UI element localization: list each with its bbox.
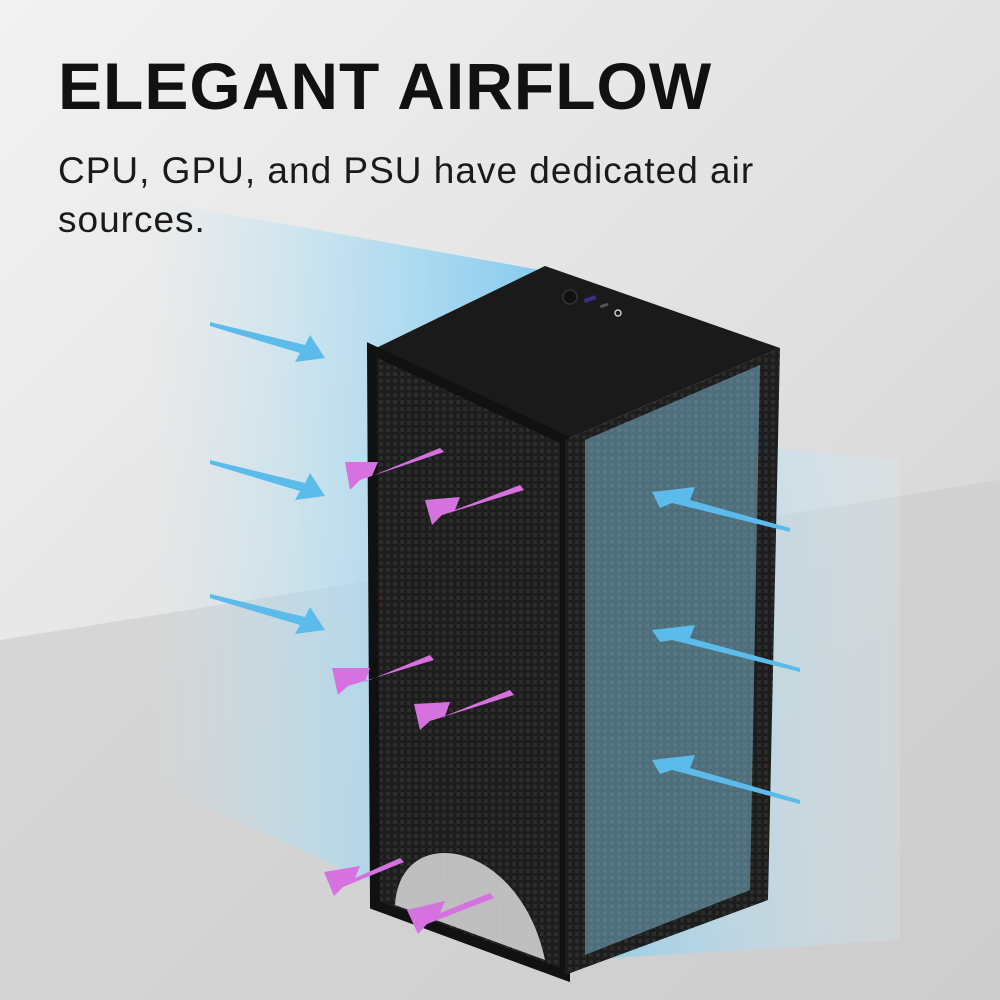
intake-arrow-icon [210,594,325,634]
audio-port-icon [599,302,609,309]
exhaust-arrow-icon [324,858,404,896]
exhaust-arrow-icon [414,690,514,730]
case-side-mesh-panel [565,348,780,975]
exhaust-arrow-icon [345,448,444,490]
usb-port-icon [583,295,597,303]
exhaust-arrows [324,448,524,934]
intake-arrow-icon [210,460,325,500]
case-side-glow [585,365,760,955]
intake-arrows-right [652,487,800,804]
intake-arrows-left [210,322,325,634]
exhaust-arrow-icon [332,655,434,695]
intake-arrow-icon [652,487,790,532]
led-indicator-icon [614,309,622,317]
exhaust-arrow-icon [407,893,494,934]
headline: ELEGANT AIRFLOW [58,49,713,123]
subtitle: CPU, GPU, and PSU have dedicated air sou… [58,150,755,240]
intake-arrow-icon [652,625,800,672]
intake-arrow-icon [652,755,800,804]
power-button-icon [562,289,578,305]
case-front-mesh-panel [372,350,565,975]
exhaust-arrow-icon [425,485,524,525]
intake-arrow-icon [210,322,325,362]
